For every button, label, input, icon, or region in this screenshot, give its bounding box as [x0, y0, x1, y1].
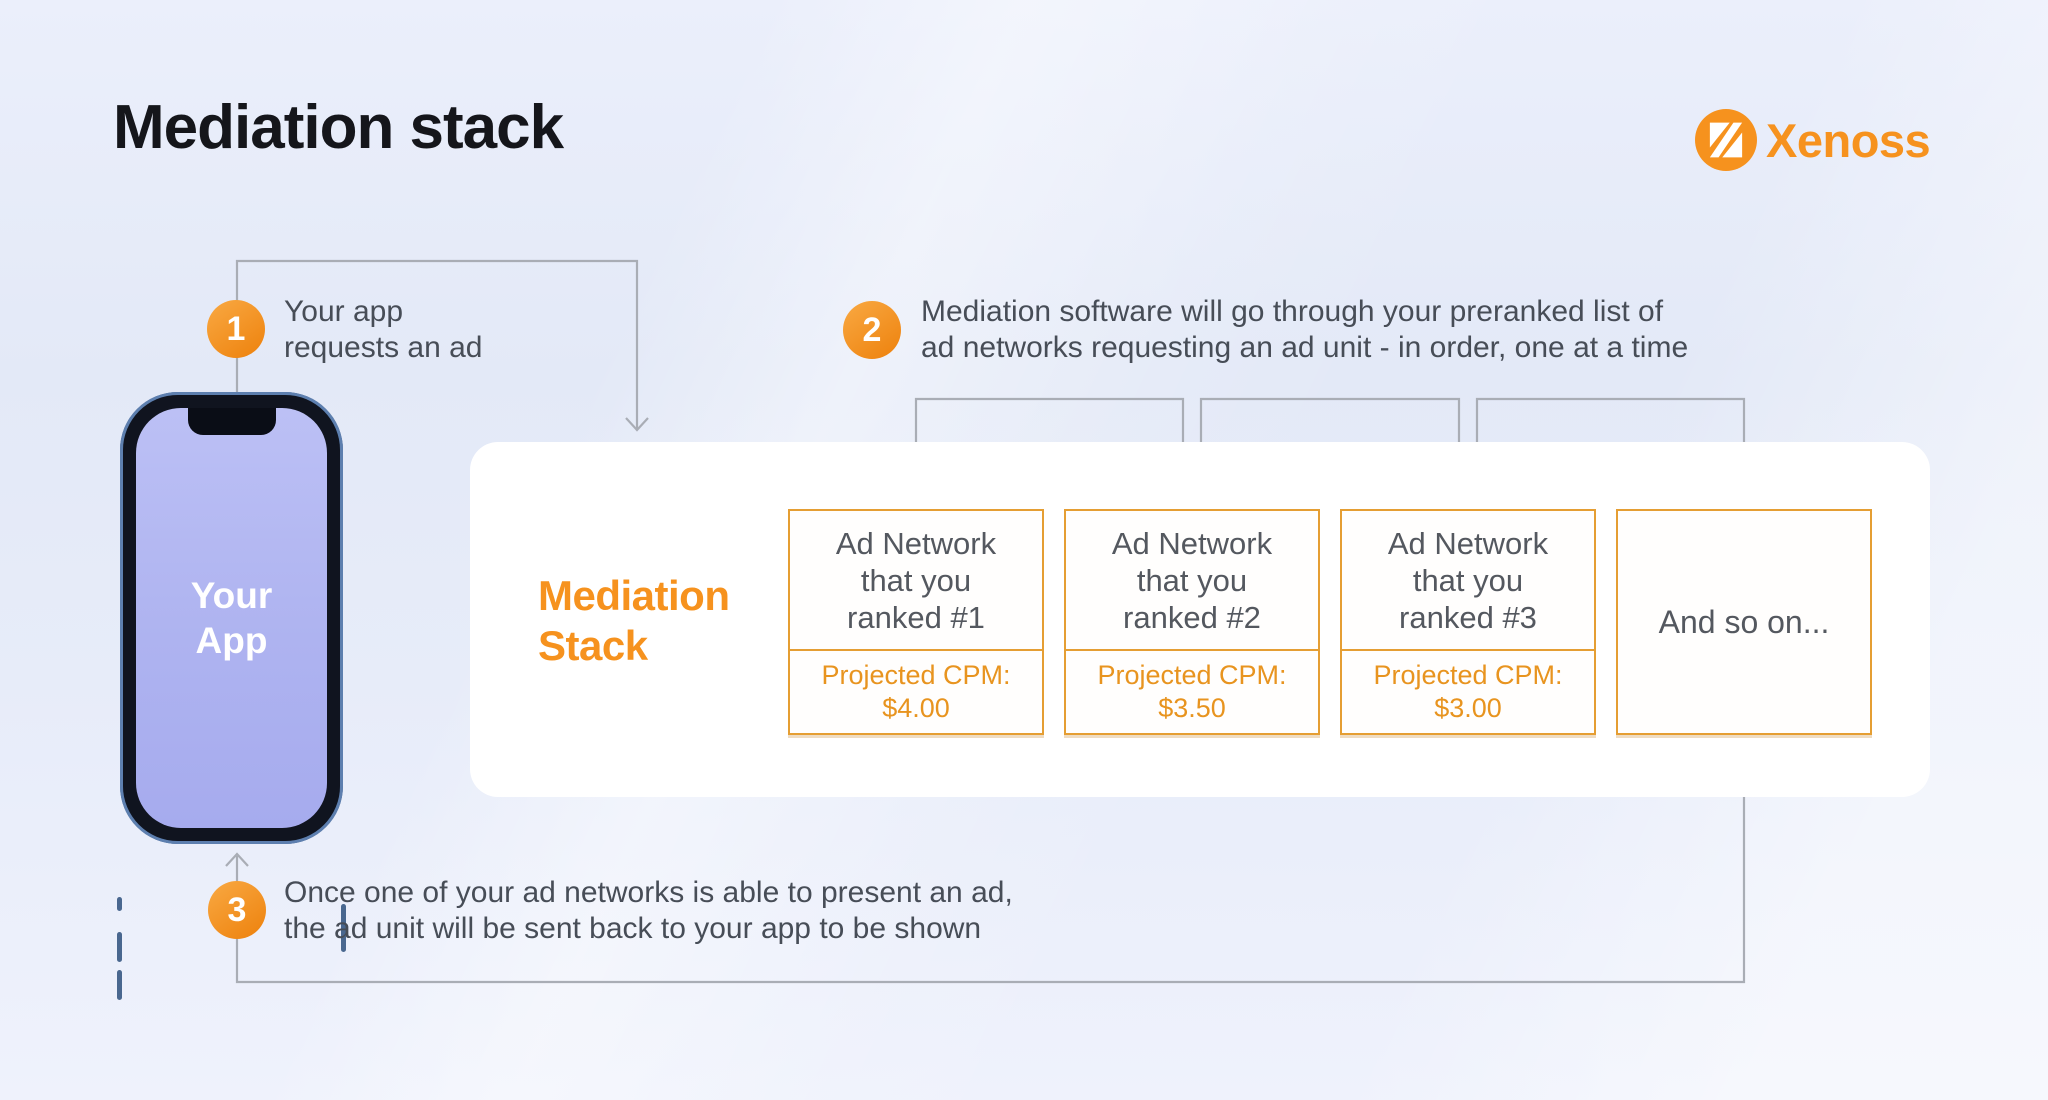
arrowhead-down-icon [625, 417, 649, 432]
card-cpm-value: $3.50 [1158, 693, 1226, 723]
ad-network-card-4: And so on... [1616, 509, 1872, 735]
phone-notch [187, 408, 276, 435]
phone-volume-up-button [117, 932, 122, 962]
card-2-name-section: Ad Network that you ranked #2 [1066, 511, 1318, 651]
phone-illustration: Your App [117, 392, 346, 1000]
brand-name: Xenoss [1766, 113, 1931, 167]
your-app-label: Your App [190, 575, 273, 661]
card-name: Ad Network that you ranked #1 [835, 525, 997, 635]
step-1-badge: 1 [207, 300, 265, 358]
step-3-label: Once one of your ad networks is able to … [284, 876, 1013, 945]
ad-network-card-2: Ad Network that you ranked #2 Projected … [1064, 509, 1320, 735]
card-name: Ad Network that you ranked #3 [1387, 525, 1549, 635]
ad-network-card-1: Ad Network that you ranked #1 Projected … [788, 509, 1044, 735]
card-1-name-section: Ad Network that you ranked #1 [790, 511, 1042, 651]
page-title: Mediation stack [113, 93, 564, 162]
card-cpm-value: $3.00 [1434, 693, 1502, 723]
phone-screen: Your App [136, 408, 327, 828]
phone-power-button [341, 904, 346, 952]
brand-logo: Xenoss [1695, 109, 1931, 171]
card-cpm-label: Projected CPM: [1097, 660, 1287, 690]
step-2-badge: 2 [843, 301, 901, 359]
mediation-stack-label: Mediation Stack [538, 572, 730, 669]
xenoss-mark-icon [1695, 109, 1757, 171]
card-cpm-value: $4.00 [882, 693, 950, 723]
phone-mute-switch [117, 897, 122, 911]
step-3-number: 3 [227, 890, 247, 929]
card-cpm-label: Projected CPM: [821, 660, 1011, 690]
phone-volume-down-button [117, 970, 122, 1000]
card-2-cpm-section: Projected CPM: $3.50 [1066, 651, 1318, 733]
step-2-number: 2 [862, 310, 882, 349]
card-name: And so on... [1658, 603, 1830, 640]
ad-network-card-3: Ad Network that you ranked #3 Projected … [1340, 509, 1596, 735]
step-1-label: Your app requests an ad [284, 295, 483, 364]
card-3-cpm-section: Projected CPM: $3.00 [1342, 651, 1594, 733]
card-1-cpm-section: Projected CPM: $4.00 [790, 651, 1042, 733]
card-cpm-label: Projected CPM: [1373, 660, 1563, 690]
card-3-name-section: Ad Network that you ranked #3 [1342, 511, 1594, 651]
step-2-label: Mediation software will go through your … [921, 295, 1689, 364]
phone-frame: Your App [123, 395, 340, 841]
card-name: Ad Network that you ranked #2 [1111, 525, 1273, 635]
step-1-number: 1 [226, 309, 246, 348]
step-3-badge: 3 [208, 881, 266, 939]
arrowhead-up-icon [225, 852, 249, 867]
card-4-name-section: And so on... [1618, 511, 1870, 733]
